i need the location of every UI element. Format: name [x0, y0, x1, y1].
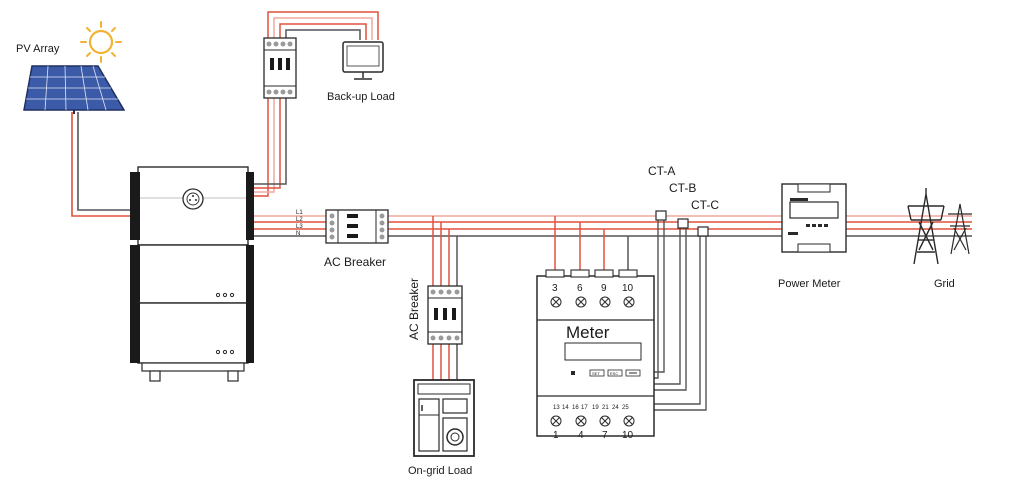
ongrid-load-label: On-grid Load [408, 465, 472, 477]
meter: 3 6 9 10 Meter SET ESC 13 14 16 17 19 21… [536, 269, 655, 441]
hybrid-inverter-stack [130, 166, 254, 382]
meter-small-terminal-14: 14 [562, 405, 569, 411]
grid: Grid [907, 188, 972, 290]
meter-top-terminal-10: 10 [622, 283, 634, 294]
meter-small-terminal-24: 24 [612, 405, 619, 411]
washing-machine-icon [442, 417, 468, 452]
meter-bottom-terminal-10: 10 [622, 430, 634, 441]
transmission-tower-small-icon [948, 203, 972, 255]
meter-title: Meter [566, 323, 610, 342]
meter-button-esc: ESC [610, 371, 618, 376]
meter-small-terminal-19: 19 [592, 405, 599, 411]
ct-sensors: CT-A CT-B CT-C [648, 164, 719, 237]
meter-bottom-terminal-7: 7 [602, 430, 608, 441]
meter-small-terminal-25: 25 [622, 405, 629, 411]
backup-breaker [263, 37, 297, 99]
meter-top-terminal-3: 3 [552, 283, 558, 294]
meter-top-screw-icons [550, 296, 635, 308]
ac-breaker-main-label: AC Breaker [324, 255, 386, 269]
meter-top-terminal-6: 6 [577, 283, 583, 294]
ct-b-label: CT-B [669, 181, 696, 195]
pv-wire-positive [71, 112, 140, 217]
meter-buttons: SET ESC [571, 369, 641, 377]
sun-icon [80, 21, 122, 63]
meter-drop-wires [554, 216, 629, 272]
meter-small-terminal-17: 17 [581, 405, 588, 411]
pv-wire-negative [77, 112, 140, 211]
power-meter-display [789, 201, 839, 219]
pv-array-label: PV Array [16, 43, 60, 55]
backup-wires [248, 11, 379, 197]
line-label-l2: L2 [296, 217, 303, 223]
solar-panel-icon [23, 65, 126, 114]
meter-bottom-terminal-1: 1 [553, 430, 559, 441]
monitor-icon [342, 41, 384, 80]
ct-b-sensor [677, 218, 689, 229]
meter-button-set: SET [592, 371, 600, 376]
backup-load-label: Back-up Load [327, 91, 395, 103]
fridge-icon [418, 398, 440, 452]
battery-module-1 [130, 244, 254, 304]
power-meter: Power Meter [778, 183, 847, 290]
pv-array: PV Array [16, 21, 126, 114]
ac-breaker-ongrid: AC Breaker [407, 278, 463, 345]
power-meter-label: Power Meter [778, 278, 841, 290]
grid-label: Grid [934, 278, 955, 290]
meter-small-terminal-21: 21 [602, 405, 609, 411]
ct-c-label: CT-C [691, 198, 719, 212]
battery-module-2 [130, 302, 254, 364]
meter-small-terminal-16: 16 [572, 405, 579, 411]
meter-small-terminal-13: 13 [553, 405, 560, 411]
meter-top-terminal-blocks [545, 269, 638, 278]
line-label-l3: L3 [296, 224, 303, 230]
meter-bottom-terminal-4: 4 [578, 430, 584, 441]
inverter-unit [130, 166, 254, 246]
stack-base [141, 362, 245, 382]
backup-load: Back-up Load [327, 41, 395, 103]
tv-icon [442, 398, 468, 414]
meter-bottom-screw-icons [550, 415, 635, 427]
ct-a-label: CT-A [648, 164, 675, 178]
ongrid-drop-wires [432, 216, 458, 382]
ct-c-sensor [697, 226, 709, 237]
ongrid-load: On-grid Load [408, 379, 475, 477]
ct-a-sensor [655, 210, 667, 221]
line-label-n: N [296, 231, 300, 237]
line-label-l1: L1 [296, 210, 303, 216]
transmission-tower-icon [907, 188, 945, 265]
ac-breaker-ongrid-label: AC Breaker [407, 278, 421, 340]
inverter-connector-icon [182, 188, 204, 210]
ac-breaker-main: AC Breaker [324, 209, 389, 269]
meter-top-terminal-9: 9 [601, 283, 607, 294]
line-labels: L1 L2 L3 N [296, 210, 303, 237]
meter-display [564, 342, 642, 361]
